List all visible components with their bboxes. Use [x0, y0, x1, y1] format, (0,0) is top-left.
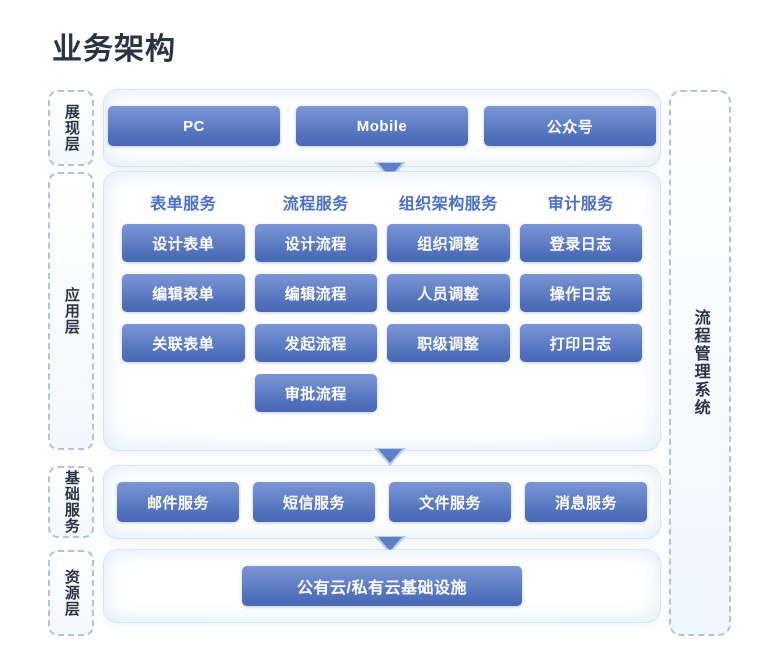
- app-item-rank-adjust[interactable]: 职级调整: [387, 324, 510, 362]
- presentation-layer-panel: PC Mobile 公众号: [104, 90, 660, 166]
- app-item-relate-form[interactable]: 关联表单: [122, 324, 245, 362]
- app-item-edit-process[interactable]: 编辑流程: [254, 274, 377, 312]
- basic-item-mail-service[interactable]: 邮件服务: [117, 482, 239, 522]
- basic-item-message-service[interactable]: 消息服务: [525, 482, 647, 522]
- layer-tag-basic-service: 基础服务: [48, 466, 94, 538]
- column-items-process-service: 设计流程 编辑流程 发起流程 审批流程: [254, 224, 377, 412]
- resource-item-row: 公有云/私有云基础设施: [104, 566, 660, 606]
- column-items-form-service: 设计表单 编辑表单 关联表单: [122, 224, 245, 412]
- application-layer-panel: 表单服务 流程服务 组织架构服务 审计服务 设计表单 编辑表单 关联表单 设计流…: [104, 172, 660, 450]
- app-item-design-form[interactable]: 设计表单: [122, 224, 245, 262]
- column-header-org-service: 组织架构服务: [398, 196, 498, 213]
- basic-service-layer-panel: 邮件服务 短信服务 文件服务 消息服务: [104, 466, 660, 538]
- arrow-presentation-to-application: [370, 160, 410, 182]
- app-item-personnel-adjust[interactable]: 人员调整: [387, 274, 510, 312]
- presentation-item-row: PC Mobile 公众号: [104, 106, 660, 146]
- layer-tag-resource: 资源层: [48, 550, 94, 636]
- column-header-process-service: 流程服务: [282, 196, 349, 213]
- arrow-basic-to-resource: [370, 534, 410, 556]
- app-item-blank-audit: [520, 374, 643, 412]
- app-item-approve-process[interactable]: 审批流程: [254, 374, 377, 412]
- system-label-box: 流程管理系统: [669, 90, 731, 636]
- layer-tag-application: 应用层: [48, 172, 94, 450]
- column-header-audit-service: 审计服务: [547, 196, 614, 213]
- column-header-form-service: 表单服务: [150, 196, 217, 213]
- app-item-edit-form[interactable]: 编辑表单: [122, 274, 245, 312]
- presentation-item-official-account[interactable]: 公众号: [484, 106, 656, 146]
- layer-tag-application-label: 应用层: [62, 287, 80, 335]
- app-item-login-log[interactable]: 登录日志: [519, 224, 642, 262]
- page-title: 业务架构: [52, 33, 176, 66]
- presentation-item-pc[interactable]: PC: [108, 106, 280, 146]
- arrow-application-to-basic: [370, 446, 410, 468]
- app-item-blank-org: [387, 374, 510, 412]
- column-items-org-service: 组织调整 人员调整 职级调整: [387, 224, 510, 412]
- resource-item-cloud-infrastructure[interactable]: 公有云/私有云基础设施: [242, 566, 522, 606]
- presentation-item-mobile[interactable]: Mobile: [296, 106, 468, 146]
- basic-service-item-row: 邮件服务 短信服务 文件服务 消息服务: [104, 482, 660, 522]
- app-item-org-adjust[interactable]: 组织调整: [387, 224, 510, 262]
- column-items-audit-service: 登录日志 操作日志 打印日志: [519, 224, 643, 412]
- layer-tag-basic-service-label: 基础服务: [62, 470, 80, 534]
- app-item-print-log[interactable]: 打印日志: [519, 324, 642, 362]
- app-item-start-process[interactable]: 发起流程: [254, 324, 377, 362]
- layer-tag-presentation: 展现层: [48, 90, 94, 166]
- layer-tag-resource-label: 资源层: [62, 569, 80, 617]
- app-item-blank-form: [122, 374, 245, 412]
- layer-tag-presentation-label: 展现层: [62, 104, 80, 152]
- basic-item-file-service[interactable]: 文件服务: [389, 482, 511, 522]
- resource-layer-panel: 公有云/私有云基础设施: [104, 550, 660, 622]
- basic-item-sms-service[interactable]: 短信服务: [253, 482, 375, 522]
- app-item-design-process[interactable]: 设计流程: [254, 224, 377, 262]
- application-service-grid: 表单服务 流程服务 组织架构服务 审计服务 设计表单 编辑表单 关联表单 设计流…: [122, 190, 642, 412]
- system-label-text: 流程管理系统: [691, 309, 709, 417]
- app-item-operation-log[interactable]: 操作日志: [519, 274, 642, 312]
